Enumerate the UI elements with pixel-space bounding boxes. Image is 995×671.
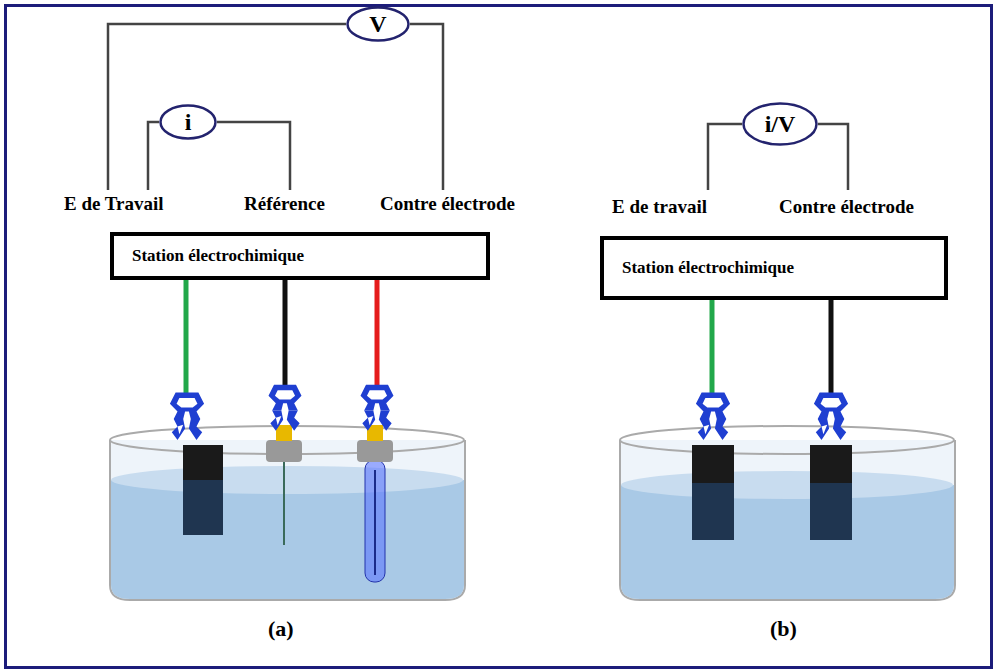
- beaker: [110, 426, 465, 600]
- electrode-label: E de Travail: [64, 193, 164, 215]
- beaker: [620, 426, 955, 600]
- node-text: i/V: [765, 111, 796, 138]
- electrodes: [692, 445, 852, 540]
- node-text: V: [369, 11, 386, 38]
- panel-label: (a): [268, 616, 294, 642]
- electrode-label: Référence: [244, 193, 325, 215]
- electrode-label: Contre électrode: [380, 193, 515, 215]
- meter-circle: i/V: [742, 102, 818, 146]
- voltmeter-circle: V: [346, 6, 410, 42]
- ammeter-circle: i: [159, 104, 217, 140]
- node-text: i: [185, 109, 192, 136]
- station-box: Station électrochimique: [110, 232, 490, 280]
- electrode-label: Contre électrode: [779, 196, 914, 218]
- node-text: Station électrochimique: [622, 258, 794, 278]
- station-box: Station électrochimique: [600, 236, 948, 300]
- node-text: Station électrochimique: [132, 246, 304, 266]
- panel-label: (b): [770, 616, 797, 642]
- electrodes: [183, 425, 393, 582]
- wires: [108, 24, 848, 190]
- electrode-label: E de travail: [612, 196, 707, 218]
